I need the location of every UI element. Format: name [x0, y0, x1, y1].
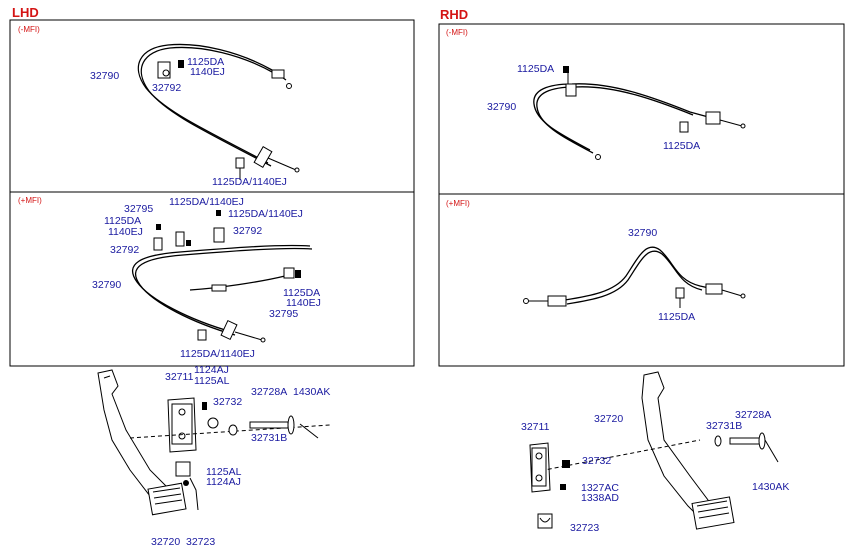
lhd-top-cable-drawing	[137, 43, 300, 180]
rhd-top-cable-drawing	[533, 66, 746, 160]
rhd-bottom-panel	[438, 193, 845, 367]
lhd-pedal-label-nut: 32732	[213, 396, 242, 408]
rhd-pedal-drawing	[529, 371, 779, 530]
lhd-pedal-label-bolt-lower-a: 1125AL	[206, 466, 242, 478]
lhd-pedal-label-clip-pin: 1430AK	[293, 386, 330, 398]
lhd-top-label-bottom-bolts: 1125DA/1140EJ	[212, 176, 287, 188]
lhd-pedal-label-spring: 32723	[186, 536, 215, 547]
lhd-bot-label-bolt-top: 1125DA/1140EJ	[169, 196, 244, 208]
rhd-bottom-variant: (+MFI)	[446, 199, 470, 208]
lhd-bot-label-bottom-bolts: 1125DA/1140EJ	[180, 348, 255, 360]
rhd-heading: RHD	[440, 7, 468, 22]
rhd-top-variant: (-MFI)	[446, 28, 468, 37]
lhd-top-variant: (-MFI)	[18, 25, 40, 34]
lhd-bot-label-clip-right: 32792	[233, 225, 262, 237]
lhd-pedal-label-bolt-lower-b: 1124AJ	[206, 476, 241, 488]
lhd-bot-label-bolt-left-b: 1140EJ	[108, 226, 143, 238]
lhd-top-label-bolt-b: 1140EJ	[190, 66, 225, 78]
rhd-top-label-bolt-right: 1125DA	[663, 140, 700, 152]
lhd-top-panel	[9, 19, 415, 193]
rhd-pedal-label-bolt-a: 1327AC	[581, 482, 619, 494]
rhd-pedal-label-clip-pin: 1430AK	[752, 481, 789, 493]
rhd-pedal-label-pin: 32728A	[735, 409, 771, 421]
rhd-pedal-label-bushing: 32731B	[706, 420, 742, 432]
rhd-bot-label-cable: 32790	[628, 227, 657, 239]
lhd-pedal-label-pedal: 32720	[151, 536, 180, 547]
lhd-bottom-panel	[9, 191, 415, 367]
rhd-bot-label-bolt: 1125DA	[658, 311, 695, 323]
lhd-heading: LHD	[12, 5, 39, 20]
rhd-pedal-label-bolt-b: 1338AD	[581, 492, 619, 504]
rhd-pedal-label-pedal: 32720	[594, 413, 623, 425]
lhd-pedal-label-bolt-b: 1125AL	[194, 375, 230, 387]
lhd-pedal-drawing	[97, 369, 331, 516]
rhd-pedal-label-bracket: 32711	[521, 421, 550, 433]
lhd-bot-label-bolt-right: 1125DA/1140EJ	[228, 208, 303, 220]
lhd-top-label-cable: 32790	[90, 70, 119, 82]
rhd-top-label-cable: 32790	[487, 101, 516, 113]
rhd-top-label-bolt-top: 1125DA	[517, 63, 554, 75]
lhd-top-label-bolt-a: 1125DA	[187, 56, 224, 68]
lhd-bot-label-bolt-left-a: 1125DA	[104, 215, 141, 227]
lhd-pedal-label-pin: 32728A	[251, 386, 287, 398]
lhd-bottom-variant: (+MFI)	[18, 196, 42, 205]
lhd-pedal-label-bracket: 32711	[165, 371, 194, 383]
lhd-bot-label-bracket-a: 32795	[124, 203, 153, 215]
lhd-pedal-label-bushing: 32731B	[251, 432, 287, 444]
lhd-bot-label-bracket-b: 32795	[269, 308, 298, 320]
lhd-bot-label-bolt-mid-b: 1140EJ	[286, 297, 321, 309]
lhd-bottom-cable-drawing	[131, 210, 313, 343]
lhd-bot-label-cable: 32790	[92, 279, 121, 291]
lhd-pedal-label-bolt-a: 1124AJ	[194, 364, 229, 376]
lhd-bot-label-bolt-mid-a: 1125DA	[283, 287, 320, 299]
rhd-pedal-label-spring: 32723	[570, 522, 599, 534]
lhd-bot-label-clip-left: 32792	[110, 244, 139, 256]
rhd-pedal-label-nut: 32732	[582, 455, 611, 467]
rhd-bottom-cable-drawing	[523, 246, 746, 308]
lhd-top-label-clip: 32792	[152, 82, 181, 94]
